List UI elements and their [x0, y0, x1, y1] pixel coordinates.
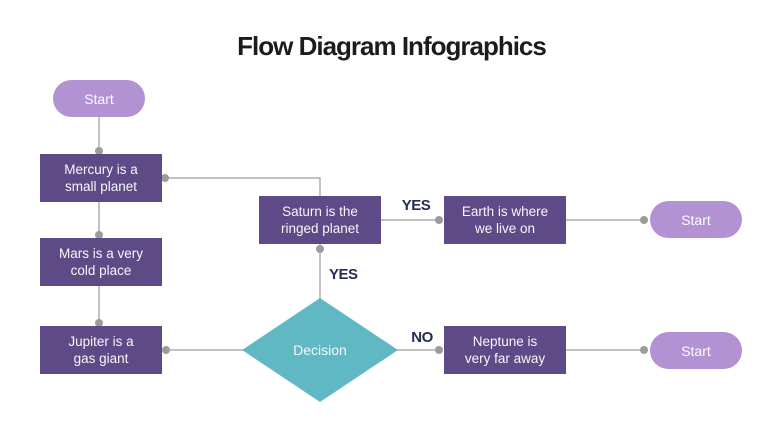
node-mars: Mars is a very cold place — [40, 238, 162, 286]
node-label-line: we live on — [474, 221, 536, 236]
node-label: Start — [681, 342, 711, 359]
node-label: Decision — [293, 342, 347, 358]
node-start-right-bottom: Start — [650, 332, 742, 369]
connector-dot — [435, 346, 443, 354]
edge-label-no-decision-neptune: NO — [411, 329, 433, 346]
connector-dot — [161, 174, 169, 182]
node-label-line: Earth is where — [461, 204, 549, 219]
node-label-line: Jupiter is a — [68, 334, 134, 349]
node-label-line: very far away — [464, 351, 546, 366]
connector-dot — [95, 147, 103, 155]
node-label-line: Mars is a very — [58, 246, 143, 261]
node-label-line: Neptune is — [472, 334, 538, 349]
node-label-line: gas giant — [73, 351, 129, 366]
page-title: Flow Diagram Infographics — [237, 31, 547, 61]
node-label: Start — [84, 90, 114, 107]
node-label-line: Saturn is the — [282, 204, 358, 219]
connector-dot — [640, 346, 648, 354]
node-label-line: cold place — [70, 263, 132, 278]
edge-label-yes-saturn-earth: YES — [401, 197, 431, 214]
node-earth: Earth is where we live on — [444, 196, 566, 244]
node-start-right-top: Start — [650, 201, 742, 238]
connector-dot — [640, 216, 648, 224]
node-saturn: Saturn is the ringed planet — [259, 196, 381, 244]
connector-mercury-to-saturn — [164, 177, 321, 196]
connector-dot — [162, 346, 170, 354]
node-label-line: ringed planet — [280, 221, 360, 236]
node-neptune: Neptune is very far away — [444, 326, 566, 374]
edge-label-yes-saturn-decision: YES — [329, 266, 358, 283]
node-label-line: Mercury is a — [64, 162, 138, 177]
node-jupiter: Jupiter is a gas giant — [40, 326, 162, 374]
connector-dot — [435, 216, 443, 224]
node-start-top: Start — [53, 80, 145, 117]
connector-dot — [316, 245, 324, 253]
node-mercury: Mercury is a small planet — [40, 154, 162, 202]
node-label: Start — [681, 211, 711, 228]
node-label-line: small planet — [64, 179, 138, 194]
connector-dot — [95, 231, 103, 239]
connector-dot — [95, 319, 103, 327]
